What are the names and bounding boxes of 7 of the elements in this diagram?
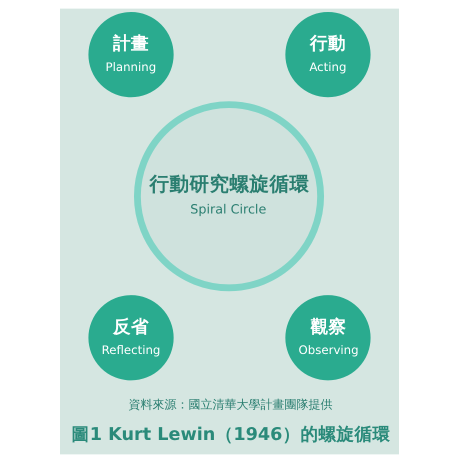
node-circle: 行動研究螺旋循環 Spiral Circle (133, 101, 324, 292)
node-circle: 計畫 Planning (88, 12, 174, 98)
caption: 圖1 Kurt Lewin（1946）的螺旋循環 (71, 425, 390, 446)
node-circle: 行動 Acting (284, 12, 370, 98)
node-circle: 觀察 Observing (284, 295, 370, 380)
label: 資料來源：國立清華大學計畫團隊提供 (128, 397, 332, 412)
node-circle: 反省 Reflecting (88, 295, 174, 380)
